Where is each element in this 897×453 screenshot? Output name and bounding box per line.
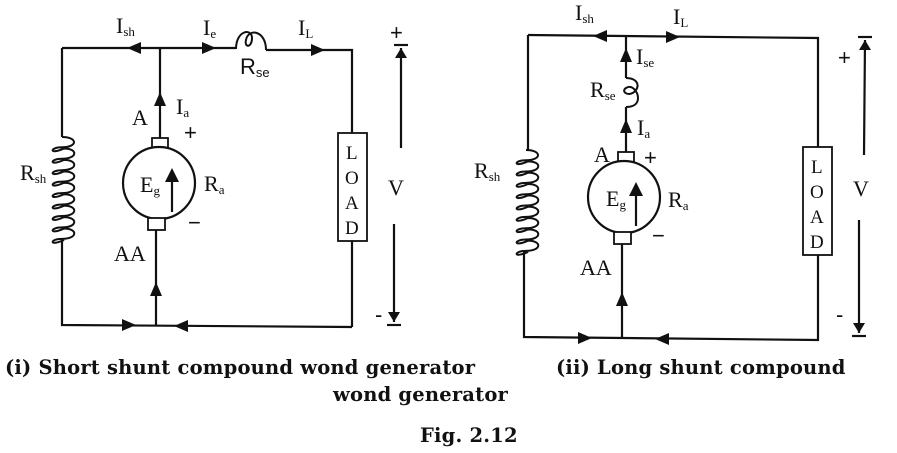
- load-letter-d: D: [345, 218, 359, 239]
- label-ia: Ia: [637, 115, 650, 141]
- load-letter-d: D: [810, 232, 824, 253]
- label-ish: Ish: [116, 13, 135, 39]
- arrow-ie: [202, 42, 216, 54]
- label-v-plus: +: [390, 20, 403, 45]
- emf-arrowhead: [629, 182, 643, 196]
- label-ia: Ia: [176, 94, 189, 120]
- long-shunt-circuit: Ish IL Ise Rse Ia A + − Eg Ra AA Rsh L O…: [474, 0, 872, 345]
- left-wire-bottom: [522, 252, 820, 342]
- label-v-plus: +: [838, 45, 851, 70]
- label-terminal-aa: AA: [114, 241, 146, 266]
- caption-long-shunt: (ii) Long shunt compound: [556, 356, 846, 379]
- load-letter-a: A: [345, 193, 359, 214]
- load-letter-l: L: [346, 143, 358, 164]
- top-wire-right: [266, 48, 354, 133]
- shunt-field-coil: [51, 136, 76, 244]
- load-letter-o: O: [345, 168, 359, 189]
- arrow-bottom-right: [655, 333, 669, 345]
- label-v: V: [388, 175, 404, 200]
- voltage-arrowhead-top: [859, 40, 871, 50]
- load-letter-l: L: [811, 157, 823, 178]
- caption-short-shunt: (i) Short shunt compound wond generator: [5, 356, 476, 379]
- label-minus-armature: −: [188, 210, 201, 235]
- label-plus-armature: +: [184, 120, 197, 145]
- label-ise: Ise: [636, 44, 654, 70]
- arrow-ish: [127, 42, 141, 54]
- label-eg: Eg: [606, 186, 626, 212]
- voltage-line-top: [862, 39, 867, 156]
- series-field-coil: [623, 77, 640, 108]
- label-minus-armature: −: [652, 223, 665, 248]
- arrow-ia: [154, 92, 166, 106]
- arrow-aa: [150, 282, 162, 296]
- caption-short-shunt-line2: wond generator: [333, 383, 509, 406]
- label-il: IL: [298, 15, 313, 41]
- label-v-minus: -: [836, 302, 843, 327]
- label-plus-armature: +: [644, 145, 657, 170]
- emf-arrowhead: [165, 168, 179, 182]
- label-terminal-a: A: [594, 142, 610, 167]
- arrow-bottom-right: [174, 320, 188, 332]
- short-shunt-circuit: Ish Ie IL Rse Ia A + − Eg Ra AA Rsh L O …: [20, 13, 408, 332]
- top-wire: [527, 33, 820, 147]
- label-ra: Ra: [204, 171, 225, 197]
- figure-number: Fig. 2.12: [420, 424, 518, 447]
- voltage-arrowhead-bottom: [853, 323, 865, 333]
- label-ie: Ie: [203, 15, 216, 41]
- label-v: V: [853, 176, 869, 201]
- label-rse: Rse: [590, 77, 616, 103]
- brush-bottom: [613, 231, 632, 245]
- shunt-field-coil: [515, 149, 540, 256]
- label-v-minus: -: [375, 302, 382, 327]
- left-wire-bottom: [60, 240, 353, 329]
- arrow-ia: [620, 119, 632, 133]
- load-letter-a: A: [810, 207, 824, 228]
- label-eg: Eg: [140, 172, 160, 198]
- arrow-ish: [593, 30, 607, 42]
- arrow-ise: [620, 48, 632, 62]
- label-terminal-a: A: [132, 105, 148, 130]
- load-letter-o: O: [810, 182, 824, 203]
- label-ish: Ish: [575, 0, 594, 26]
- arrow-aa: [616, 292, 628, 306]
- label-rsh: Rsh: [474, 158, 501, 184]
- load-box: [802, 146, 833, 256]
- voltage-arrowhead-bottom: [388, 312, 400, 322]
- label-il: IL: [673, 4, 688, 30]
- series-field-coil: [235, 31, 267, 51]
- brush-bottom: [147, 217, 166, 231]
- voltage-arrowhead-top: [395, 48, 407, 58]
- label-terminal-aa: AA: [580, 255, 612, 280]
- load-box: [337, 132, 368, 242]
- arrow-il: [666, 31, 680, 43]
- arrow-il: [311, 44, 325, 56]
- arrow-bottom-left: [122, 319, 136, 331]
- label-rsh: Rsh: [20, 160, 47, 186]
- label-ra: Ra: [668, 187, 689, 213]
- label-rse: Rse: [240, 54, 270, 80]
- arrow-bottom-left: [578, 332, 592, 344]
